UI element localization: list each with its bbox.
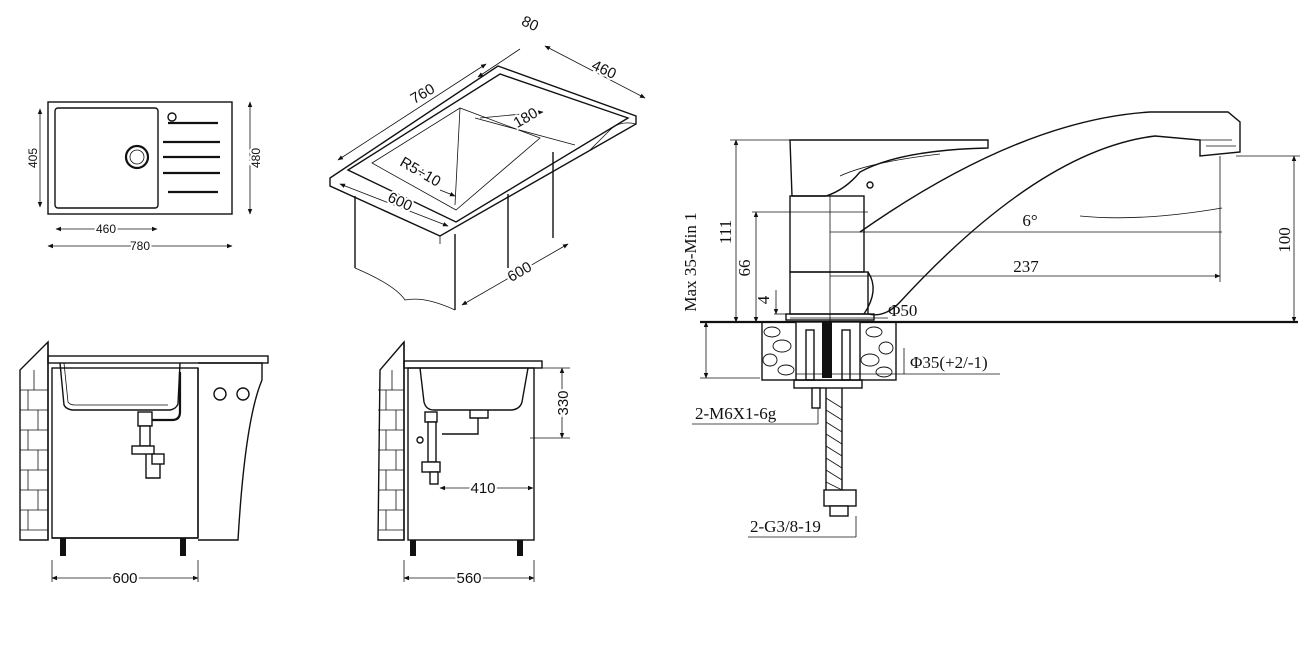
side-bowl (419, 367, 529, 411)
dim-label-460-iso: 460 (589, 57, 619, 83)
drain-circle (124, 144, 150, 170)
dim-label-4: 4 (754, 295, 773, 304)
dim-label-480: 480 (249, 148, 263, 168)
dim-label-410: 410 (470, 480, 495, 497)
hose-nut (823, 489, 857, 507)
cabinet-side-view: 330 410 560 (377, 340, 574, 589)
dim-label-560: 560 (456, 570, 481, 587)
dim-label-405: 405 (26, 148, 40, 168)
dim-label-100: 100 (1275, 227, 1294, 253)
faucet-body (789, 195, 865, 273)
leg (180, 538, 186, 556)
sink-outer-outline (47, 101, 233, 215)
dim-label-180: 180 (511, 104, 541, 131)
cabinet-edges (354, 152, 554, 310)
faucet-spout (859, 111, 1241, 316)
dim-label-66: 66 (735, 260, 754, 277)
outlet-socket (236, 387, 250, 401)
drain-trap (131, 372, 182, 479)
faucet-lever (789, 139, 989, 197)
worktop-outline (329, 65, 637, 237)
faucet-view: 111 66 4 Max 35-Min 1 6° 237 100 Φ50 Φ35… (681, 111, 1300, 538)
hose (825, 388, 843, 490)
sink-iso-view: 80 460 760 180 R5÷10 600 600 (329, 13, 646, 311)
front-cabinet-box (51, 367, 199, 539)
dim-label-600-front: 600 (112, 570, 137, 587)
clamp-plate (793, 379, 863, 389)
brick-wall-left (19, 340, 49, 541)
dim-label-780: 780 (130, 239, 150, 253)
dim-label-phi50: Φ50 (888, 301, 917, 320)
dim-label-phi35: Φ35(+2/-1) (910, 353, 988, 372)
leg (60, 538, 66, 556)
dim-label-angle: 6° (1022, 211, 1037, 230)
dim-label-80: 80 (519, 13, 541, 35)
sink-bowl-outline (54, 107, 159, 209)
dim-label-600-side: 600 (505, 258, 535, 285)
dim-label-max-min: Max 35-Min 1 (681, 212, 700, 311)
right-wall (198, 362, 263, 541)
countertop (47, 355, 269, 364)
dim-label-radius: R5÷10 (397, 154, 444, 191)
deck-section (761, 321, 897, 381)
sink-top-view: 460 780 405 480 (24, 101, 265, 255)
dim-label-760: 760 (408, 80, 438, 107)
brick-wall-side (377, 340, 405, 541)
side-cabinet-box (407, 367, 535, 541)
front-bowl (59, 362, 181, 411)
dim-label-330: 330 (555, 390, 572, 415)
drainboard-grooves (163, 112, 220, 194)
dim-label-111: 111 (716, 220, 735, 244)
label-hose: 2-G3/8-19 (750, 517, 821, 536)
outlet-socket (213, 387, 227, 401)
cabinet-front-view: 600 (19, 340, 269, 589)
leg (517, 540, 523, 556)
drain-inner-circle (129, 149, 145, 165)
label-stud: 2-M6X1-6g (695, 404, 777, 423)
faucet-base (789, 271, 869, 315)
dim-label-460: 460 (96, 222, 116, 236)
side-countertop (403, 360, 543, 369)
side-drain-trap (416, 411, 479, 485)
dim-label-237: 237 (1013, 257, 1039, 276)
leg (410, 540, 416, 556)
